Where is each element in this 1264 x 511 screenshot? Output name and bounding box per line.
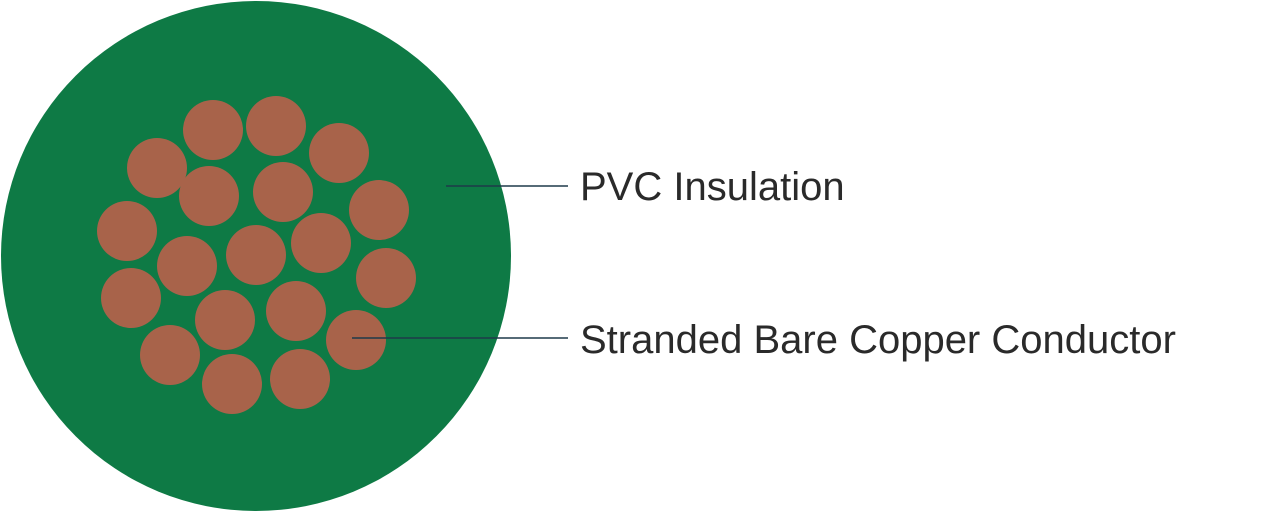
copper-strand xyxy=(183,100,243,160)
copper-strand xyxy=(97,201,157,261)
copper-strands xyxy=(97,96,416,414)
copper-strand xyxy=(356,248,416,308)
copper-strand xyxy=(309,123,369,183)
copper-strand xyxy=(202,354,262,414)
copper-strand xyxy=(226,225,286,285)
insulation-label: PVC Insulation xyxy=(580,165,845,209)
copper-strand xyxy=(140,325,200,385)
copper-strand xyxy=(326,310,386,370)
copper-strand xyxy=(349,180,409,240)
copper-strand xyxy=(157,236,217,296)
conductor-label: Stranded Bare Copper Conductor xyxy=(580,318,1176,362)
copper-strand xyxy=(266,281,326,341)
copper-strand xyxy=(179,166,239,226)
copper-strand xyxy=(101,268,161,328)
copper-strand xyxy=(253,162,313,222)
copper-strand xyxy=(246,96,306,156)
copper-strand xyxy=(291,213,351,273)
copper-strand xyxy=(127,138,187,198)
copper-strand xyxy=(270,349,330,409)
copper-strand xyxy=(195,290,255,350)
